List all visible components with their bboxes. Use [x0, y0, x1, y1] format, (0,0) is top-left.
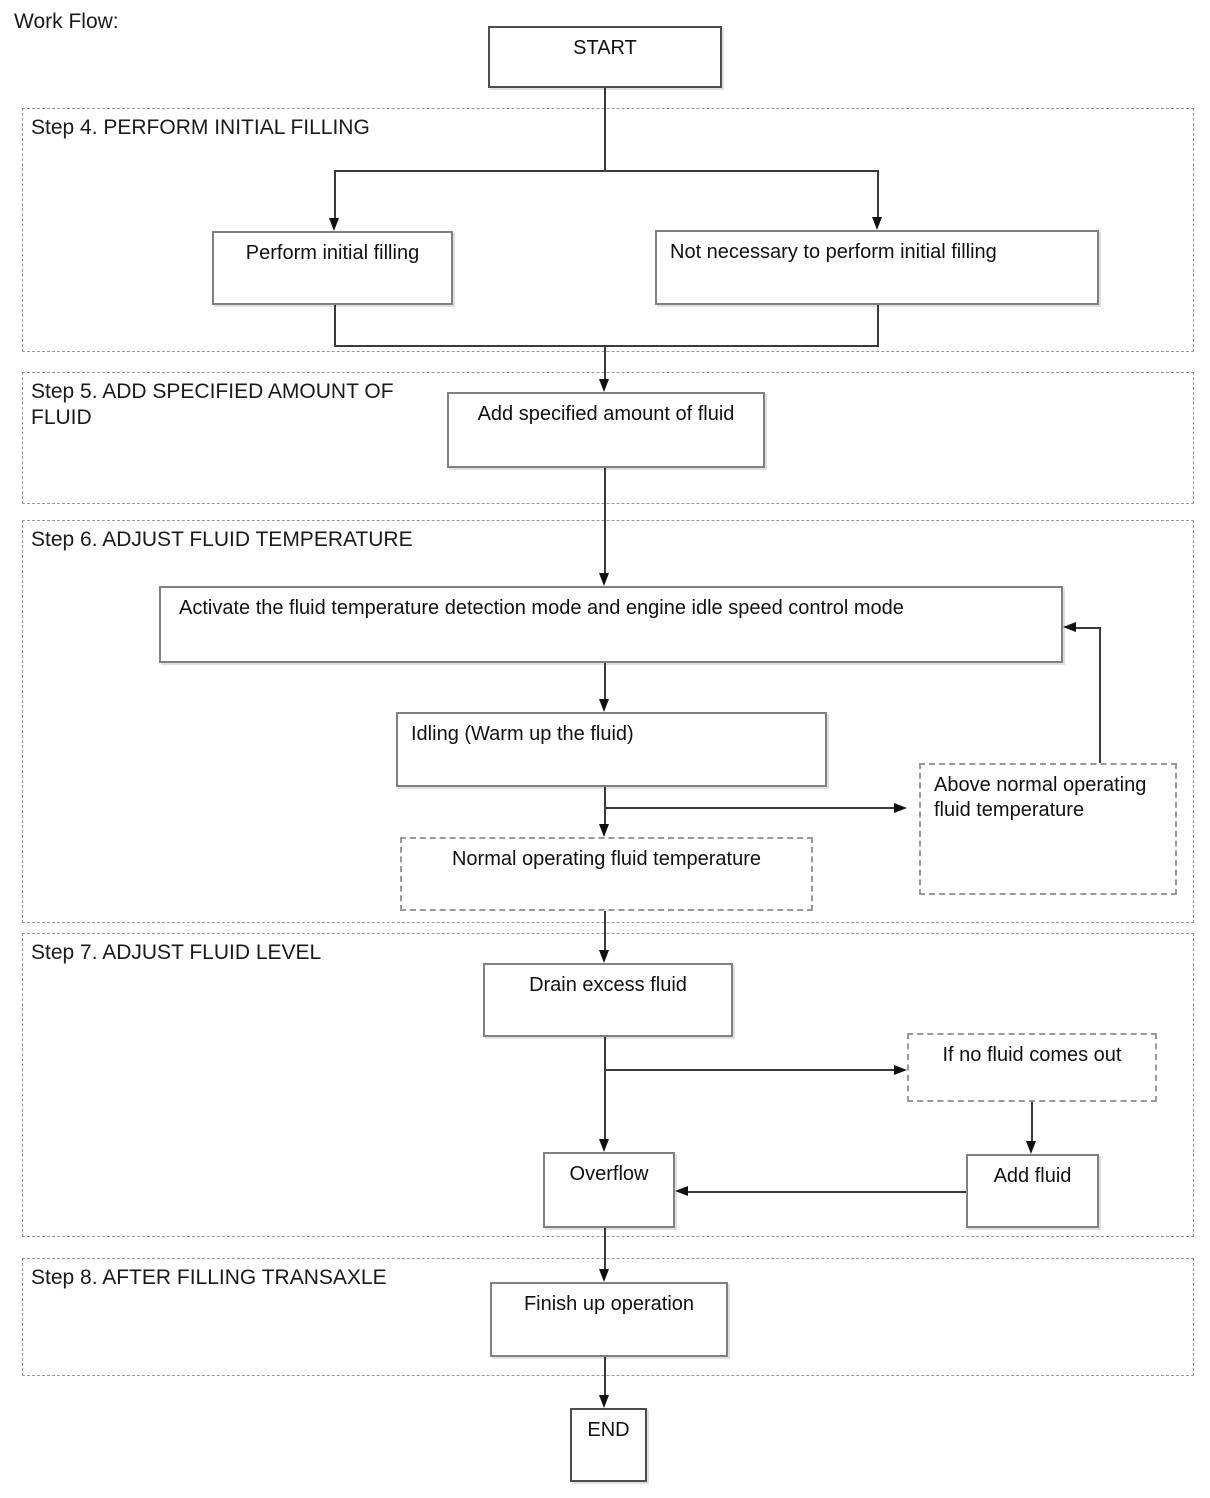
- line-branch-to-above-temp: [604, 807, 895, 809]
- section-step-7: Step 7. ADJUST FLUID LEVEL: [22, 933, 1194, 1237]
- line-drain-to-overflow: [604, 1037, 606, 1139]
- line-not-necessary-to-join: [877, 305, 879, 347]
- line-split-to-perform-initial: [334, 170, 336, 218]
- node-idling-warm-up: Idling (Warm up the fluid): [396, 712, 827, 787]
- node-add-fluid: Add fluid: [966, 1154, 1099, 1228]
- line-split-bar: [334, 170, 879, 172]
- section-step-6: Step 6. ADJUST FLUID TEMPERATURE: [22, 520, 1194, 923]
- node-overflow: Overflow: [543, 1152, 675, 1228]
- node-activate-detection-mode: Activate the fluid temperature detection…: [159, 586, 1063, 663]
- line-idling-to-normal-temp: [604, 787, 606, 824]
- node-drain-excess-fluid: Drain excess fluid: [483, 963, 733, 1037]
- line-split-to-not-necessary: [877, 170, 879, 217]
- node-perform-initial-filling: Perform initial filling: [212, 231, 453, 305]
- line-add-specified-to-activate: [604, 468, 606, 573]
- section-step-8-label: Step 8. AFTER FILLING TRANSAXLE: [31, 1266, 387, 1289]
- node-add-specified-amount: Add specified amount of fluid: [447, 392, 765, 468]
- node-above-normal-temp: Above normal operating fluid temperature: [919, 763, 1177, 895]
- arrow-into-drain: [599, 950, 609, 963]
- section-step-5: Step 5. ADD SPECIFIED AMOUNT OF FLUID: [22, 372, 1194, 504]
- line-activate-to-idling: [604, 663, 606, 699]
- section-step-5-label: Step 5. ADD SPECIFIED AMOUNT OF FLUID: [31, 380, 394, 430]
- arrow-loop-into-activate: [1063, 622, 1076, 632]
- arrow-into-idling: [599, 699, 609, 712]
- node-normal-operating-temp: Normal operating fluid temperature: [400, 837, 813, 911]
- node-not-necessary: Not necessary to perform initial filling: [655, 230, 1099, 305]
- section-step-4-label: Step 4. PERFORM INITIAL FILLING: [31, 116, 370, 139]
- node-end: END: [570, 1408, 647, 1482]
- arrow-into-perform-initial: [329, 218, 339, 231]
- arrow-into-add-fluid: [1026, 1141, 1036, 1154]
- page-title: Work Flow:: [14, 10, 119, 33]
- node-if-no-fluid-comes-out: If no fluid comes out: [907, 1033, 1157, 1102]
- section-step-4: Step 4. PERFORM INITIAL FILLING: [22, 108, 1194, 352]
- line-join-bar: [334, 345, 879, 347]
- line-normal-temp-to-drain: [604, 911, 606, 950]
- line-add-fluid-to-overflow: [688, 1191, 966, 1193]
- line-if-no-fluid-to-add-fluid: [1031, 1102, 1033, 1141]
- arrow-into-normal-temp: [599, 824, 609, 837]
- arrow-into-if-no-fluid: [894, 1065, 907, 1075]
- line-join-to-add-specified: [604, 345, 606, 379]
- line-start-to-split: [604, 88, 606, 171]
- node-start: START: [488, 26, 722, 88]
- line-perform-initial-to-join: [334, 305, 336, 347]
- arrow-into-add-specified: [599, 379, 609, 392]
- section-step-6-label: Step 6. ADJUST FLUID TEMPERATURE: [31, 528, 413, 551]
- line-above-temp-loop-vertical: [1099, 628, 1101, 763]
- line-above-temp-loop-horizontal: [1076, 627, 1101, 629]
- arrow-into-finish: [599, 1269, 609, 1282]
- node-finish-up-operation: Finish up operation: [490, 1282, 728, 1357]
- arrow-into-overflow: [599, 1139, 609, 1152]
- line-finish-to-end: [604, 1357, 606, 1395]
- arrow-into-end: [599, 1395, 609, 1408]
- line-branch-to-if-no-fluid: [604, 1069, 894, 1071]
- section-step-7-label: Step 7. ADJUST FLUID LEVEL: [31, 941, 322, 964]
- arrow-addfluid-into-overflow: [675, 1186, 688, 1196]
- arrow-into-above-temp: [894, 803, 907, 813]
- arrow-into-activate: [599, 573, 609, 586]
- arrow-into-not-necessary: [872, 217, 882, 230]
- section-step-8: Step 8. AFTER FILLING TRANSAXLE: [22, 1258, 1194, 1376]
- line-overflow-to-finish: [604, 1228, 606, 1269]
